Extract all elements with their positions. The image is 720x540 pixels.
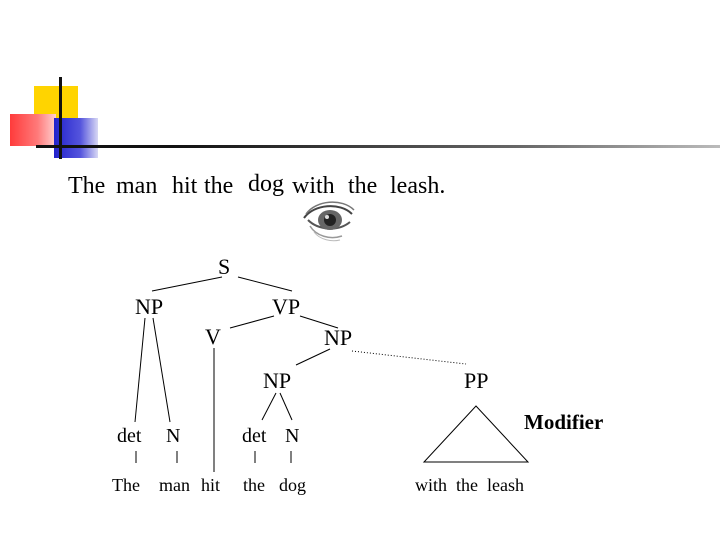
edge-np-det <box>134 317 146 423</box>
sentence-word: with <box>292 173 335 199</box>
node-v: V <box>205 324 221 349</box>
sentence-word: man <box>116 173 158 199</box>
pp-triangle <box>422 405 530 463</box>
leaf-the-2: the <box>243 475 265 495</box>
modifier-label: Modifier <box>524 410 604 434</box>
sentence-word: dog <box>248 171 284 197</box>
node-pp: PP <box>464 368 489 393</box>
leaf-the: The <box>112 475 140 495</box>
sentence-word: hit <box>172 173 198 199</box>
edge-npinner-n <box>279 392 293 421</box>
horizontal-rule <box>36 145 720 148</box>
node-det-1: det <box>117 425 142 447</box>
node-n-2: N <box>285 425 300 447</box>
edge-vp-np <box>299 315 339 329</box>
eye-icon <box>303 201 355 242</box>
edge-s-np <box>151 276 223 292</box>
node-np-inner: NP <box>263 368 292 393</box>
edge-vp-v <box>229 315 275 329</box>
leaf-man: man <box>159 475 190 495</box>
red-square-decoration <box>10 114 56 146</box>
node-np-object: NP <box>324 325 353 350</box>
node-vp: VP <box>272 294 301 319</box>
node-det-2: det <box>242 425 267 447</box>
node-s: S <box>218 254 231 279</box>
edge-np-n <box>152 317 171 423</box>
leaf-pp-phrase: with the leash <box>415 475 524 495</box>
sentence-word: The <box>68 173 106 199</box>
node-np-subject: NP <box>135 294 164 319</box>
edge-s-vp <box>237 276 293 292</box>
edge-np-pp <box>351 350 467 365</box>
leaf-hit: hit <box>201 475 221 495</box>
sentence-word: the <box>204 173 234 199</box>
leaf-dog: dog <box>279 475 306 495</box>
node-n-1: N <box>166 425 181 447</box>
edge-npinner-det <box>261 392 277 421</box>
sentence-word: leash. <box>390 173 446 199</box>
edge-np-npinner <box>295 348 331 366</box>
vertical-rule <box>59 77 62 159</box>
sentence-word: the <box>348 173 378 199</box>
